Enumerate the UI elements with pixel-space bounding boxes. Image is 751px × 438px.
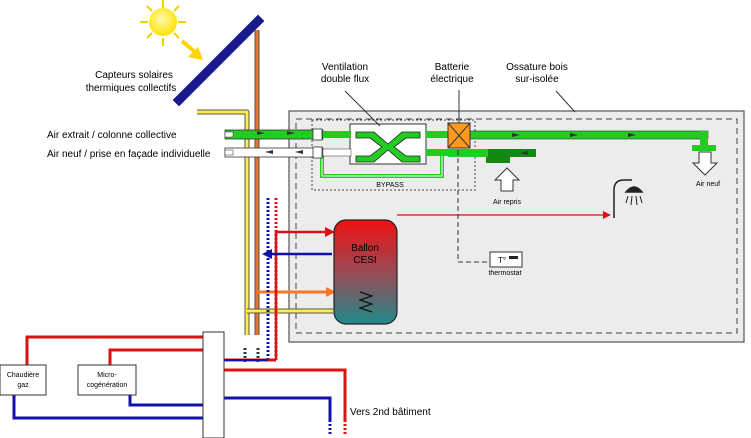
air-extrait-label: Air extrait / colonne collective xyxy=(47,130,177,141)
batt-label-line1: Batterie xyxy=(435,62,470,73)
thermostat-t-label: T° xyxy=(498,256,506,265)
chaudiere-gaz-box: Chaudière gaz xyxy=(0,364,47,396)
thermostat: T° thermostat xyxy=(457,150,523,277)
batt-label-line2: électrique xyxy=(430,74,474,85)
riser-hatched-pipes xyxy=(243,198,278,362)
air-neuf-arrow xyxy=(691,151,719,176)
vers-batiment-label: Vers 2nd bâtiment xyxy=(350,407,431,418)
air-repris-label: Air repris xyxy=(493,199,522,206)
solar-collector-panel xyxy=(172,14,265,107)
thermostat-label: thermostat xyxy=(488,270,521,277)
collector-manifold xyxy=(202,331,225,438)
air-ducts xyxy=(224,128,716,163)
tank-distribution-pipes xyxy=(262,211,611,360)
battery-heater xyxy=(447,90,471,149)
air-neuf-prise-label: Air neuf / prise en façade individuelle xyxy=(47,149,211,160)
ballon-label-line2: CESI xyxy=(353,255,376,266)
micro-label-line1: Micro- xyxy=(97,372,117,379)
ballon-cesi-tank: Ballon CESI xyxy=(333,219,398,325)
shower-icon xyxy=(613,179,644,218)
solar-label-line1: Capteurs solaires xyxy=(95,70,173,81)
boiler-pipes xyxy=(12,335,347,436)
vent-label-line2: double flux xyxy=(321,74,369,85)
vent-label-line1: Ventilation xyxy=(322,62,368,73)
ossature-label-line2: sur-isolée xyxy=(515,74,559,85)
chaudiere-label-line1: Chaudière xyxy=(7,372,39,379)
air-neuf-label: Air neuf xyxy=(696,181,720,188)
sun-icon xyxy=(140,0,186,46)
micro-cogeneration-box: Micro- cogénération xyxy=(77,364,137,396)
sun-ray-arrow xyxy=(180,39,203,60)
solar-pipes xyxy=(197,30,336,335)
micro-label-line2: cogénération xyxy=(87,382,128,389)
bypass-label: BYPASS xyxy=(376,182,404,189)
chaudiere-label-line2: gaz xyxy=(17,382,29,389)
air-repris-arrow xyxy=(493,167,521,192)
leader-lines xyxy=(344,90,576,127)
solar-label-line2: thermiques collectifs xyxy=(86,83,177,94)
ballon-label-line1: Ballon xyxy=(351,243,379,254)
ossature-label-line1: Ossature bois xyxy=(506,62,568,73)
